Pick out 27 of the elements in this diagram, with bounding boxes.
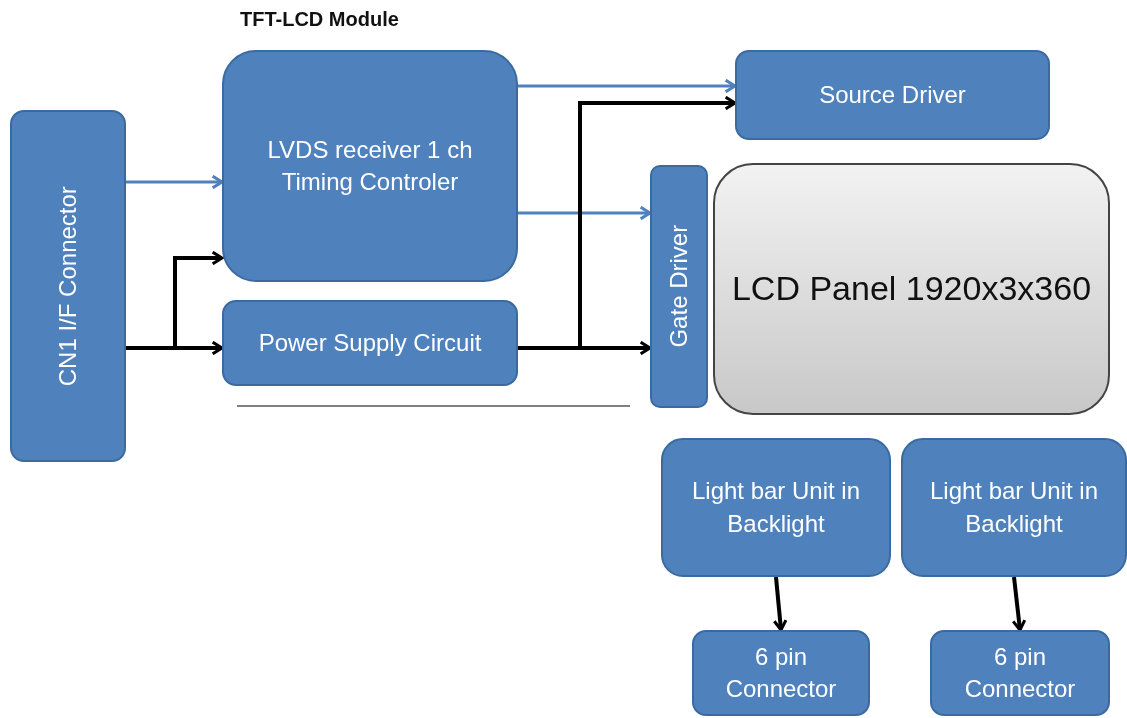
light-bar-box <box>661 438 891 577</box>
connector-box <box>930 630 1110 716</box>
arrow <box>1011 576 1027 632</box>
box-label: Source Driver <box>818 79 967 110</box>
arrow <box>518 78 737 94</box>
arrow <box>126 174 224 190</box>
controller-box <box>222 50 518 282</box>
box-label: Light bar Unit in Backlight <box>928 476 1100 539</box>
box-label: 6 pin Connector <box>963 641 1077 704</box>
box-label: Gate Driver <box>663 224 693 350</box>
connector-box <box>10 110 126 462</box>
module-title: TFT-LCD Module <box>240 8 399 31</box>
box-label: Power Supply Circuit <box>257 327 483 358</box>
box-label: Light bar Unit in Backlight <box>690 476 862 539</box>
box-label: LVDS receiver 1 ch Timing Controler <box>266 134 474 197</box>
power-supply-box <box>222 300 518 386</box>
light-bar-box <box>901 438 1127 577</box>
panel-box <box>713 163 1110 415</box>
arrow <box>518 205 652 221</box>
driver-box <box>650 165 708 408</box>
box-label: 6 pin Connector <box>724 641 838 704</box>
arrow <box>772 576 788 632</box>
connector-box <box>692 630 870 716</box>
driver-box <box>735 50 1050 140</box>
arrow <box>126 340 224 356</box>
box-label: CN1 I/F Connector <box>52 184 82 389</box>
box-label: LCD Panel 1920x3x360 <box>730 268 1093 310</box>
